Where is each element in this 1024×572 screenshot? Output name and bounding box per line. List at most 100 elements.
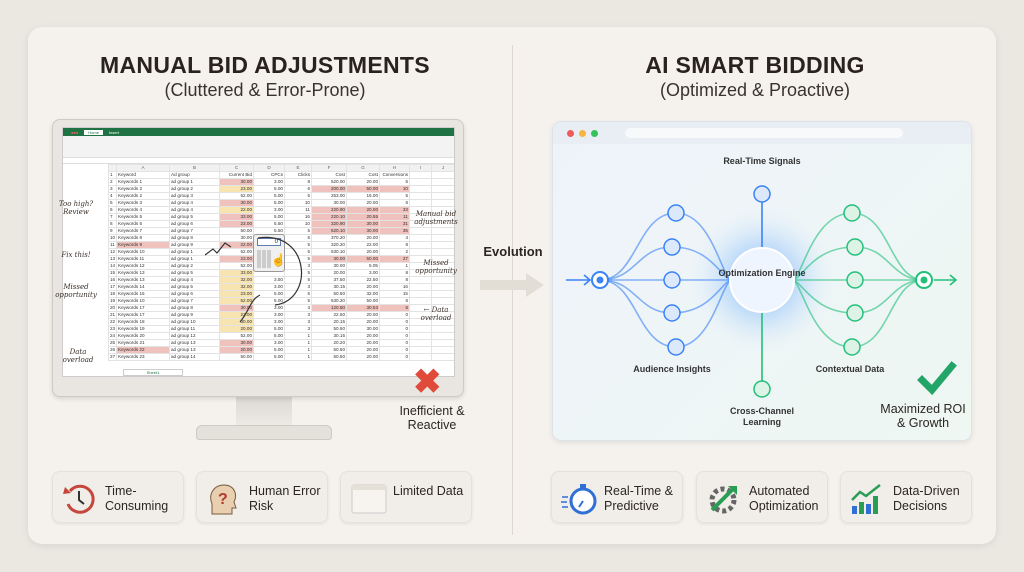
cell[interactable]: 20.00 — [346, 206, 380, 214]
cell[interactable] — [431, 185, 454, 193]
cell[interactable]: Keywords 10 — [116, 297, 170, 305]
cell[interactable]: B — [169, 164, 220, 172]
cell[interactable] — [431, 297, 454, 305]
cell[interactable]: 8 — [379, 276, 410, 284]
cell[interactable]: Keywords 22 — [116, 346, 170, 354]
cell[interactable]: ad group 3 — [169, 192, 220, 200]
cell[interactable]: 30.00 — [219, 199, 254, 207]
cell[interactable] — [431, 276, 454, 284]
cell[interactable]: 10 — [379, 185, 410, 193]
cell[interactable]: 33 — [379, 206, 410, 214]
cell[interactable]: 3.00 — [253, 178, 285, 186]
cell[interactable]: Keywords 5 — [116, 213, 170, 221]
cell[interactable]: 0 — [379, 318, 410, 326]
cell[interactable]: 18 — [108, 290, 117, 298]
cell[interactable] — [409, 199, 432, 207]
cell[interactable]: 4 — [379, 234, 410, 242]
cell[interactable]: Keywords 21 — [116, 339, 170, 347]
cell[interactable]: 5 — [284, 192, 312, 200]
cell[interactable] — [431, 241, 454, 249]
cell[interactable] — [409, 276, 432, 284]
cell[interactable]: 16.00 — [346, 192, 380, 200]
cell[interactable]: Keywords 14 — [116, 283, 170, 291]
cell[interactable]: 5 — [108, 199, 117, 207]
cell[interactable]: Keywords 19 — [116, 325, 170, 333]
cell[interactable]: CPCs — [253, 171, 285, 179]
cell[interactable] — [431, 178, 454, 186]
cell[interactable]: 20.00 — [346, 199, 380, 207]
cell[interactable]: 6 — [108, 206, 117, 214]
cell[interactable] — [409, 234, 432, 242]
cell[interactable]: 6 — [379, 297, 410, 305]
cell[interactable]: 200.00 — [311, 185, 347, 193]
cell[interactable]: 520.00 — [311, 178, 347, 186]
cell[interactable] — [409, 171, 432, 179]
cell[interactable]: Cost — [311, 171, 347, 179]
cell[interactable]: 20.00 — [346, 178, 380, 186]
cell[interactable]: 0 — [379, 325, 410, 333]
cell[interactable] — [409, 241, 432, 249]
cell[interactable]: Keywords 13 — [116, 276, 170, 284]
cell[interactable]: 30.00 — [219, 339, 254, 347]
cell[interactable]: 12 — [108, 248, 117, 256]
cell[interactable]: 30.00 — [346, 227, 380, 235]
cell[interactable]: 23 — [108, 325, 117, 333]
cell[interactable] — [431, 227, 454, 235]
cell[interactable]: 8 — [284, 178, 312, 186]
cell[interactable] — [409, 339, 432, 347]
cell[interactable]: Keywords 20 — [116, 332, 170, 340]
cell[interactable]: 20.55 — [346, 213, 380, 221]
cell[interactable]: 6 — [379, 304, 410, 312]
cell[interactable]: ad group 13 — [169, 339, 220, 347]
cell[interactable] — [409, 185, 432, 193]
cell[interactable]: 27 — [108, 353, 117, 361]
cell[interactable]: 0 — [379, 339, 410, 347]
cell[interactable]: 27 — [379, 255, 410, 263]
cell[interactable]: 30.00 — [346, 220, 380, 228]
cell[interactable]: 5.00 — [253, 199, 285, 207]
cell[interactable]: 4 — [108, 192, 117, 200]
cell[interactable] — [431, 353, 454, 361]
cell[interactable]: Keywords 2 — [116, 192, 170, 200]
cell[interactable]: 6 — [379, 199, 410, 207]
cell[interactable]: 20.00 — [219, 346, 254, 354]
cell[interactable] — [431, 325, 454, 333]
cell[interactable] — [409, 248, 432, 256]
cell[interactable]: Keywords 7 — [116, 227, 170, 235]
close-dot[interactable] — [567, 130, 574, 137]
cell[interactable]: 10 — [108, 234, 117, 242]
cell[interactable]: 50.00 — [346, 297, 380, 305]
cell[interactable]: Keyword — [116, 171, 170, 179]
cell[interactable]: 50.00 — [346, 255, 380, 263]
address-bar[interactable] — [625, 128, 903, 138]
cell[interactable]: Keywords 18 — [116, 318, 170, 326]
cell[interactable]: 17 — [108, 283, 117, 291]
cell[interactable]: 32.00 — [346, 290, 380, 298]
tab-home[interactable]: Home — [84, 129, 103, 135]
cell[interactable]: 23.00 — [219, 185, 254, 193]
cell[interactable]: 2 — [108, 178, 117, 186]
cell[interactable]: 0 — [379, 311, 410, 319]
cell[interactable]: 20.00 — [346, 234, 380, 242]
cell[interactable]: 5.00 — [253, 346, 285, 354]
cell[interactable]: 50.50 — [311, 346, 347, 354]
cell[interactable]: Keywords 17 — [116, 311, 170, 319]
cell[interactable]: H — [379, 164, 410, 172]
cell[interactable]: 253.00 — [311, 192, 347, 200]
cell[interactable]: Keywords 5 — [116, 220, 170, 228]
cell[interactable] — [409, 346, 432, 354]
cell[interactable]: 19 — [108, 297, 117, 305]
cell[interactable]: 13 — [108, 255, 117, 263]
minimize-dot[interactable] — [579, 130, 586, 137]
cell[interactable]: 1 — [284, 346, 312, 354]
cell[interactable]: 5.00 — [253, 192, 285, 200]
cell[interactable] — [409, 297, 432, 305]
cell[interactable]: 3.00 — [346, 269, 380, 277]
cell[interactable]: 15 — [108, 269, 117, 277]
cell[interactable]: Keywords 10 — [116, 248, 170, 256]
cell[interactable]: 15 — [379, 290, 410, 298]
cell[interactable]: 1 — [379, 262, 410, 270]
cell[interactable]: J — [431, 164, 454, 172]
cell[interactable]: 20.00 — [346, 318, 380, 326]
cell[interactable] — [431, 171, 454, 179]
